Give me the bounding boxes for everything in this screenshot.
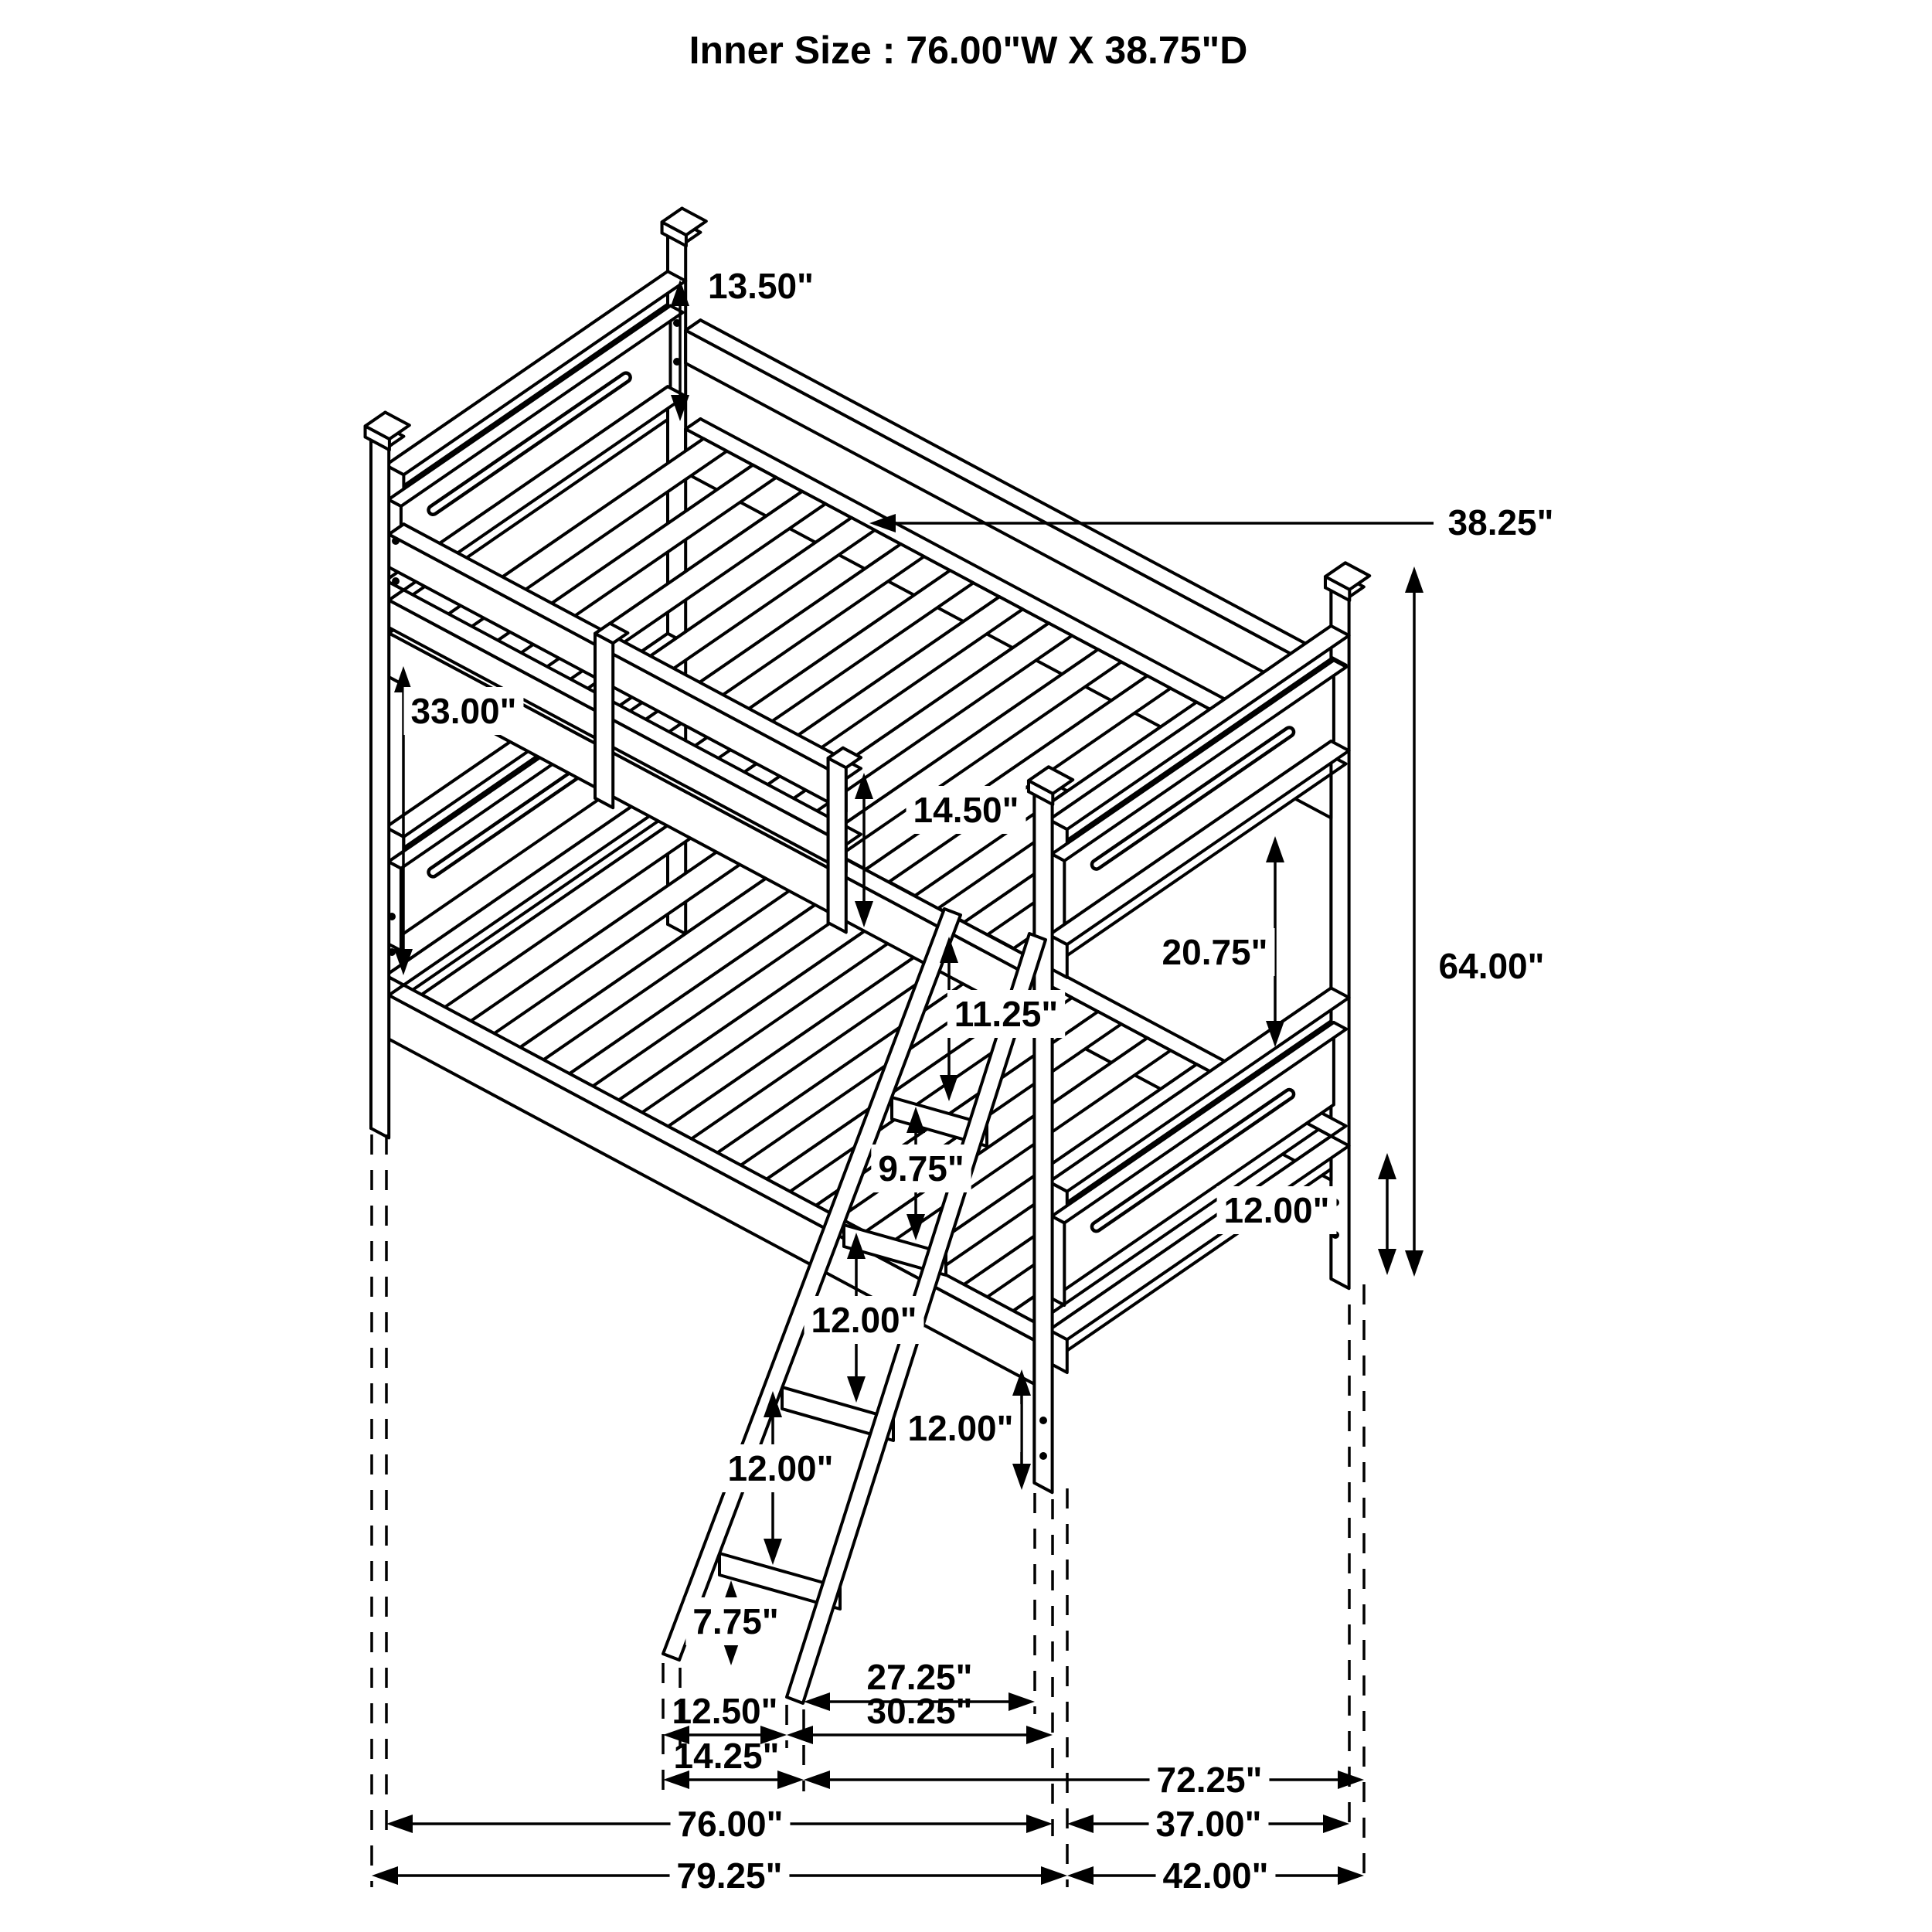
dimension-footboard-open-height: 20.75" xyxy=(1155,836,1284,1047)
extension-lines xyxy=(370,1134,1366,1887)
dimension-label: 14.25" xyxy=(674,1736,780,1776)
dimension-bed-length: 76.00" xyxy=(386,1800,1053,1848)
dimension-label: 14.50" xyxy=(913,790,1019,830)
dimension-label: 79.25" xyxy=(677,1855,783,1896)
dimension-label: 9.75" xyxy=(878,1148,964,1189)
dimension-ladder-foot-width: 12.50" xyxy=(663,1691,787,1744)
dimension-label: 30.25" xyxy=(867,1691,973,1731)
dimension-label: 42.00" xyxy=(1163,1855,1269,1896)
dimension-label: 37.00" xyxy=(1156,1804,1262,1844)
dimension-label: 11.25" xyxy=(954,994,1058,1034)
dimension-label: 12.50" xyxy=(672,1691,778,1731)
dimension-bed-depth-inner: 37.00" xyxy=(1067,1800,1349,1848)
dimension-label: 33.00" xyxy=(411,691,517,731)
dimension-ladder-step-spacing-4: 12.00" xyxy=(720,1391,841,1565)
dimension-label: 64.00" xyxy=(1439,946,1545,986)
dimension-label: 38.25" xyxy=(1448,502,1554,543)
dimension-bunk-gap-left: 33.00" xyxy=(394,666,524,975)
dimension-label: 12.00" xyxy=(811,1300,917,1340)
dimension-label: 12.00" xyxy=(908,1408,1014,1448)
dimension-rear-post-leg: 12.00" xyxy=(1216,1153,1396,1275)
dimension-label: 12.00" xyxy=(728,1448,834,1488)
dimension-label: 20.75" xyxy=(1162,932,1268,972)
dimension-overall-length: 79.25" xyxy=(372,1852,1067,1900)
dimension-label: 72.25" xyxy=(1157,1760,1263,1800)
dimension-overall-height: 64.00" xyxy=(1405,566,1544,1277)
dimension-annotations: 13.50" 38.25" 33.00" 14.50" 20.75" 64.00" 11.2… xyxy=(372,266,1553,1900)
dimension-label: 27.25" xyxy=(867,1657,973,1697)
dimension-label: 76.00" xyxy=(678,1804,784,1844)
diagram-title: Inner Size : 76.00"W X 38.75"D xyxy=(689,29,1248,72)
dimension-overall-depth: 42.00" xyxy=(1067,1852,1364,1900)
dimension-front-post-leg: 12.00" xyxy=(900,1369,1031,1490)
dimension-ladder-step-spacing-2: 9.75" xyxy=(871,1107,971,1240)
dimension-slat-depth: 38.25" xyxy=(869,502,1553,543)
bed-drawing xyxy=(363,206,1372,1705)
dimension-label: 13.50" xyxy=(708,266,814,306)
dimension-ladder-foot-offset: 14.25" xyxy=(663,1736,804,1789)
dimension-ladder-top-spacing: 11.25" xyxy=(940,937,1066,1101)
dimension-ladder-step-spacing-3: 12.00" xyxy=(804,1233,924,1403)
dimension-headboard-top-height: 13.50" xyxy=(671,266,814,421)
dimension-label: 7.75" xyxy=(692,1601,778,1641)
dimension-ladder-bottom-step: 7.75" xyxy=(685,1580,786,1665)
dimension-ladder-run-outer: 30.25" xyxy=(787,1691,1053,1744)
dimension-ladder-to-rear-post: 72.25" xyxy=(804,1756,1364,1804)
dimension-ladder-run-inner: 27.25" xyxy=(804,1657,1035,1711)
dimension-guard-rail-height: 14.50" xyxy=(855,773,1026,927)
dimension-label: 12.00" xyxy=(1224,1190,1330,1230)
